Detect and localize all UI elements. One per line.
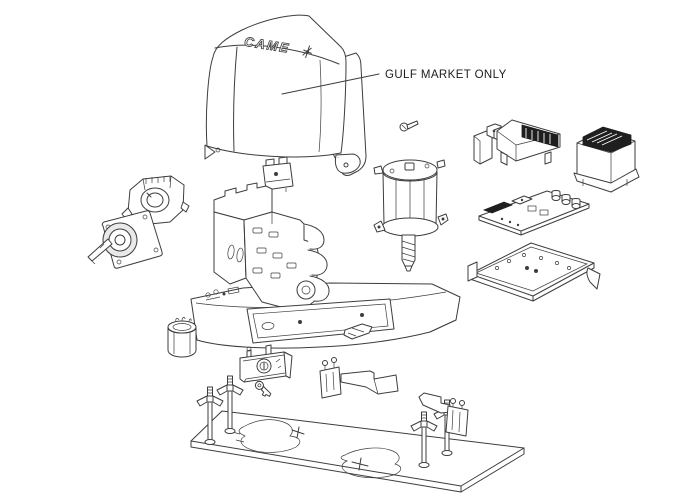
transformer-drawing [573,126,640,193]
control-board-drawing [478,190,590,236]
anchor-bolt-drawing [216,375,244,434]
output-flange-gear-drawing [87,210,163,269]
annotation: GULF MARKET ONLY [281,69,507,95]
limit-microswitch-drawing [262,156,294,194]
mounting-plate-drawing [467,242,601,302]
control-module-drawing [473,119,561,166]
anchor-bolt-drawing [410,411,438,468]
motor-drawing [373,159,449,272]
foundation-plate-drawing [190,410,525,493]
anchor-bolt-drawing [196,386,224,445]
release-key-drawing [254,380,272,397]
release-door-drawing [239,344,293,383]
limit-bracket-left-drawing [319,357,399,399]
capacitor-drawing [167,316,197,358]
limit-bracket-right-drawing [418,392,469,437]
retaining-clip-drawing [343,323,373,340]
motor-screw-drawing [399,120,419,132]
main-chassis-drawing [213,182,330,313]
annotation-label: GULF MARKET ONLY [385,69,507,81]
top-cover-drawing: CAME [204,14,367,176]
came-key-icon [302,45,312,58]
